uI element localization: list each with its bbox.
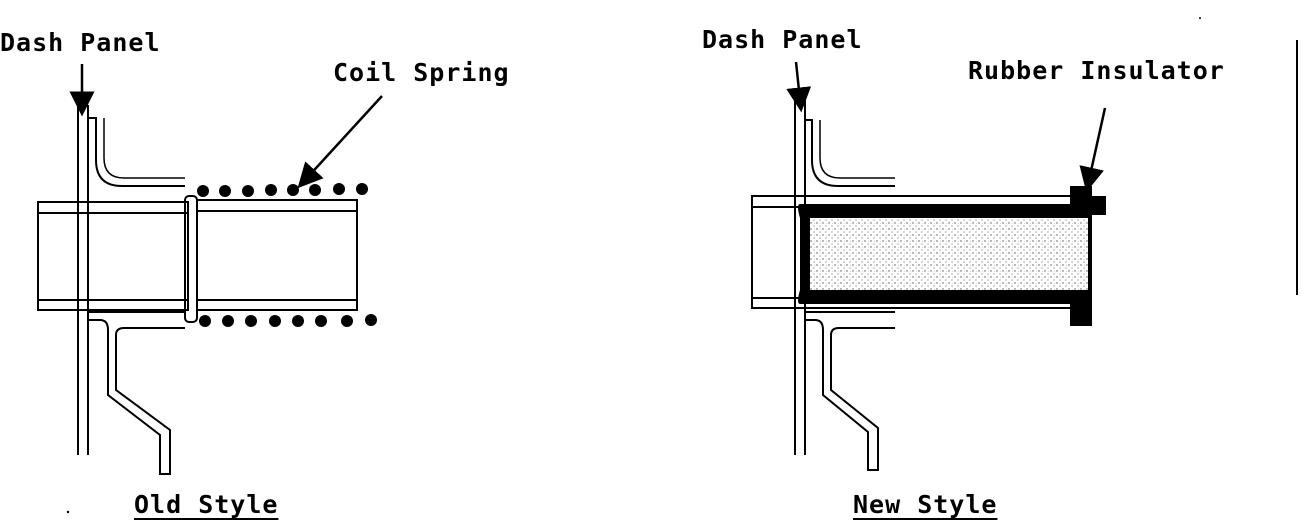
old-style-caption: Old Style bbox=[134, 490, 279, 519]
new-lower-bracket bbox=[805, 311, 895, 471]
speck bbox=[66, 510, 70, 514]
coil-spring-arrow bbox=[297, 95, 383, 189]
new-dash-panel-label: Dash Panel bbox=[702, 25, 863, 54]
coil-spring bbox=[197, 183, 377, 327]
coil-spring-label: Coil Spring bbox=[333, 58, 510, 87]
new-style-caption: New Style bbox=[853, 490, 998, 519]
new-dash-panel-arrow bbox=[786, 61, 812, 113]
rubber-insulator-arrow bbox=[1079, 107, 1107, 193]
speck bbox=[1199, 17, 1201, 19]
rubber-insulator-core bbox=[810, 218, 1088, 290]
old-dash-panel bbox=[77, 105, 89, 455]
old-lower-bracket bbox=[88, 311, 185, 475]
new-upper-bracket bbox=[805, 119, 895, 187]
old-style-figure bbox=[37, 105, 358, 475]
old-upper-bracket bbox=[88, 117, 185, 187]
rubber-insulator bbox=[798, 186, 1106, 326]
old-dash-panel-label: Dash Panel bbox=[0, 28, 161, 57]
old-tube bbox=[37, 195, 358, 323]
new-arrows bbox=[786, 61, 1107, 193]
old-arrows bbox=[69, 64, 383, 189]
rubber-insulator-label: Rubber Insulator bbox=[968, 56, 1225, 85]
